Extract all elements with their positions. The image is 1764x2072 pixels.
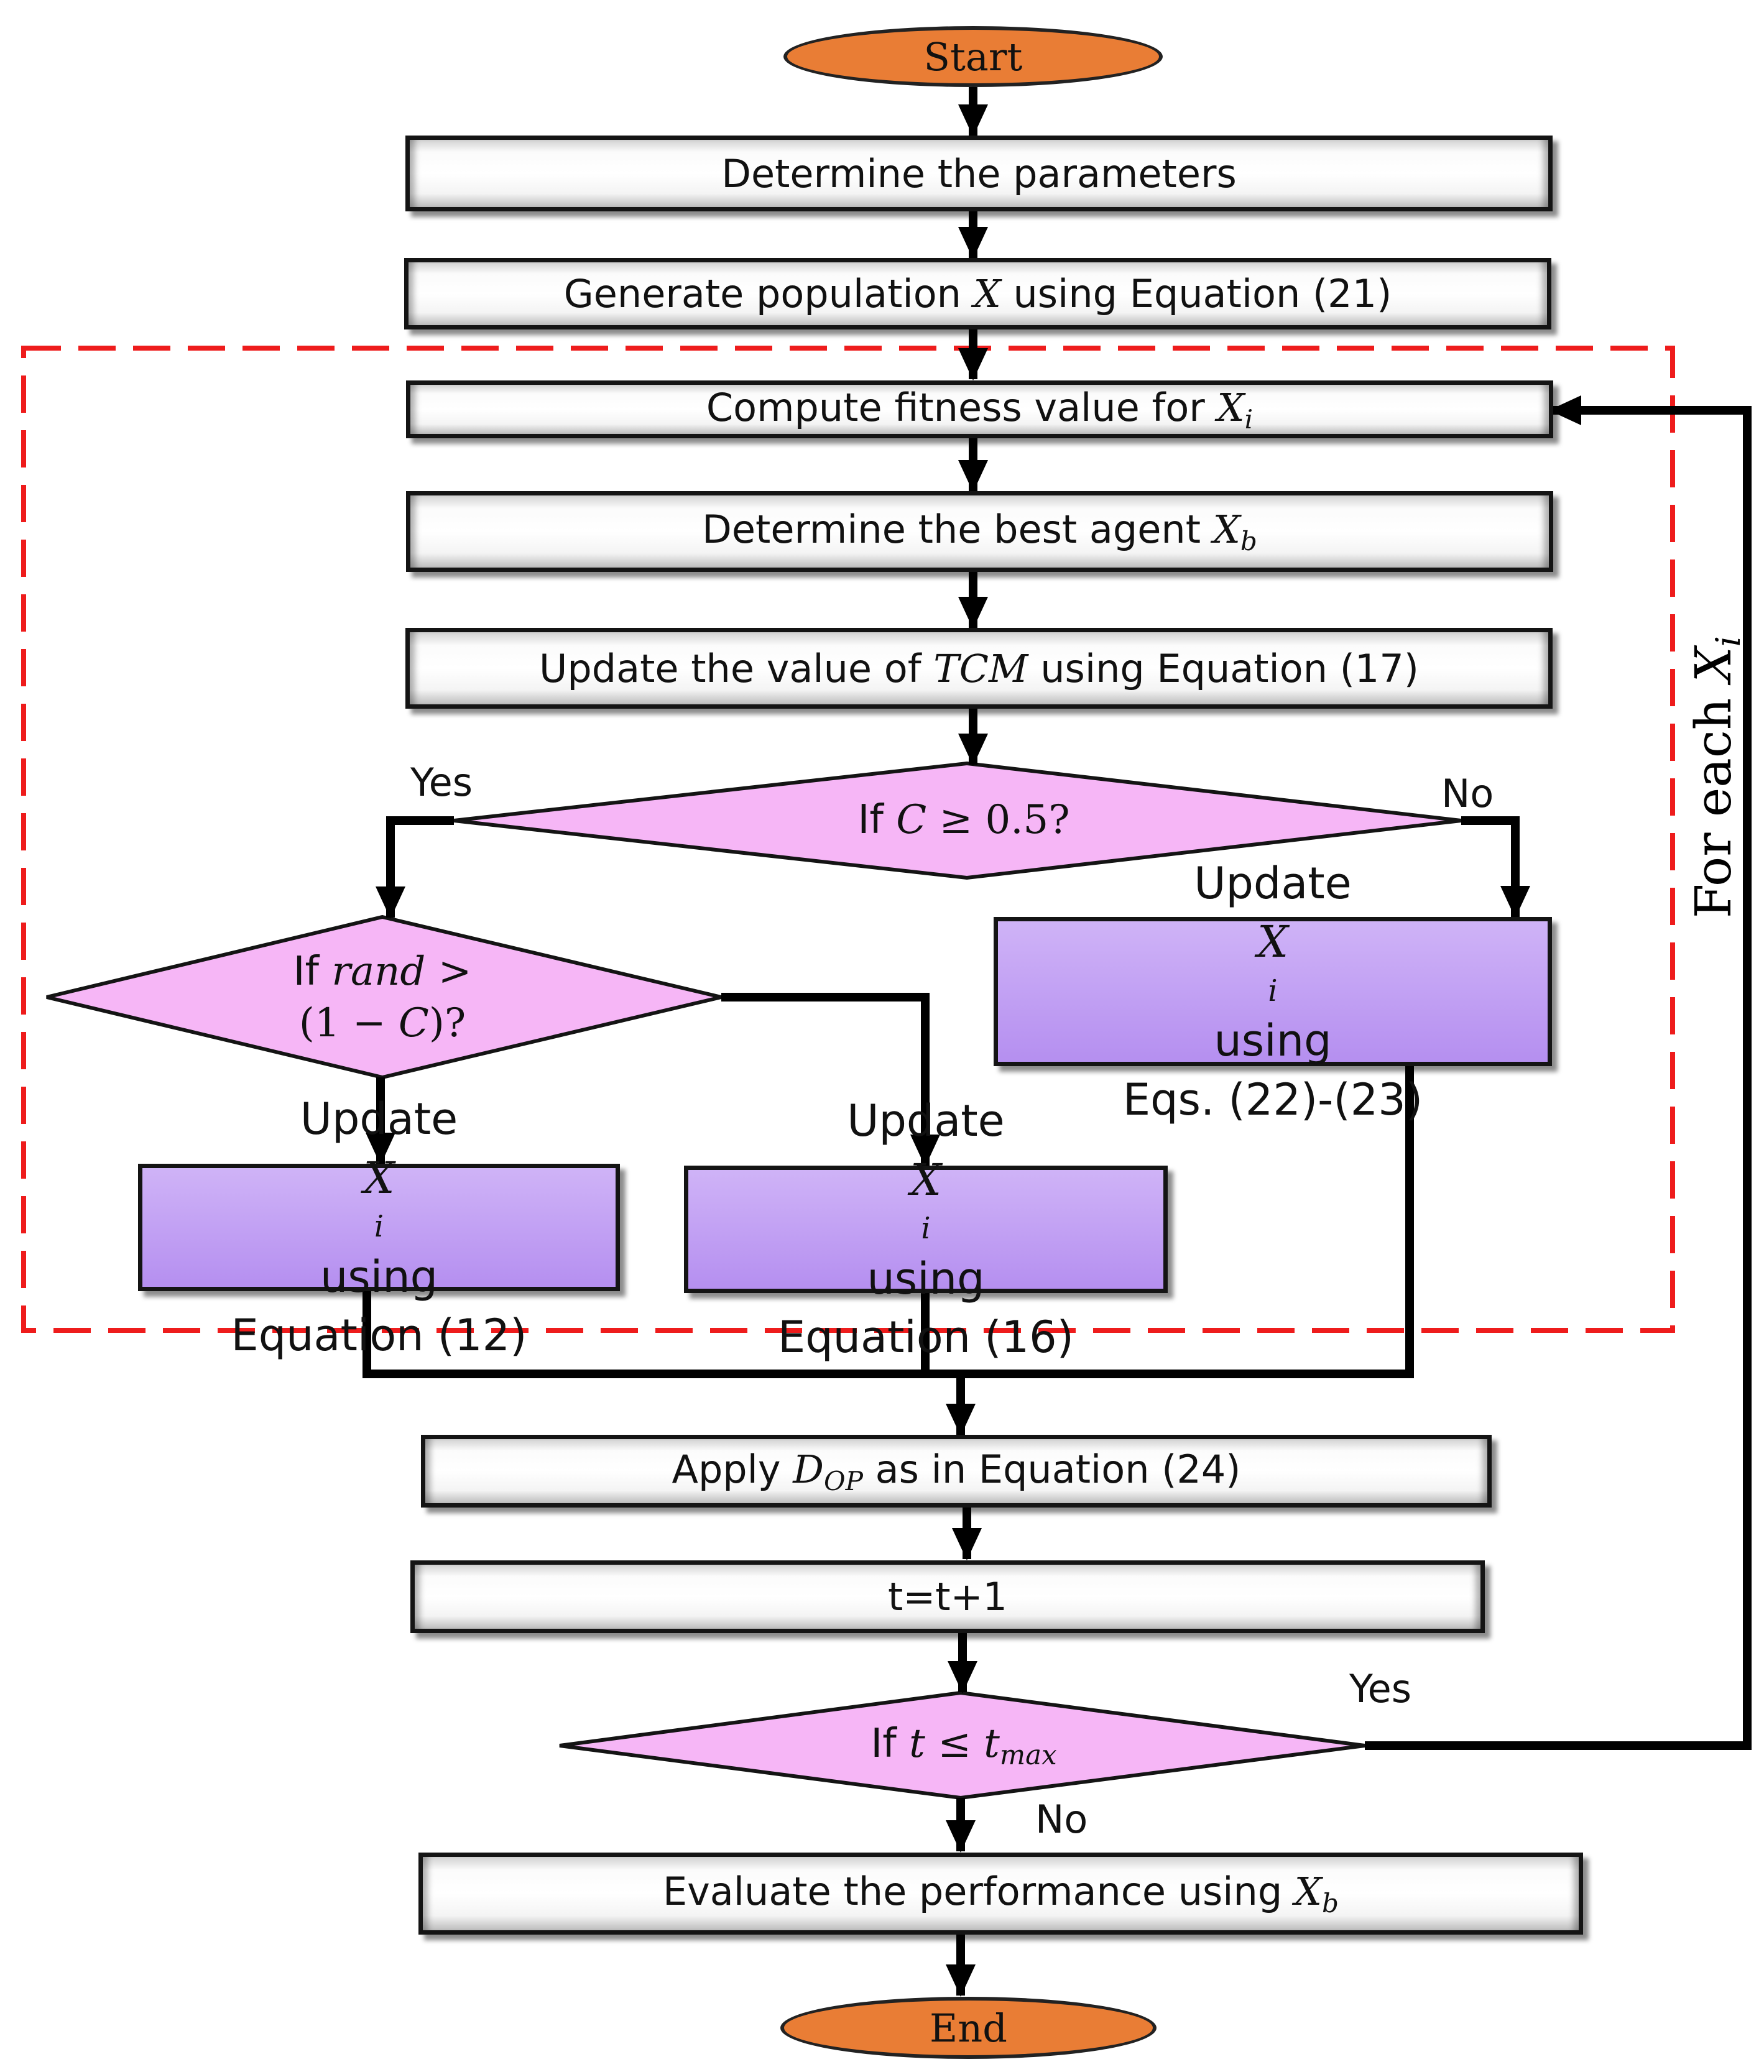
- start-label: Start: [923, 34, 1023, 80]
- decision-c-label: If C ≥ 0.5?: [857, 797, 1070, 844]
- determine-best-agent-box: Determine the best agent Xb: [406, 491, 1553, 572]
- end-terminal: End: [780, 1997, 1157, 2059]
- determine-best-agent-label: Determine the best agent Xb: [702, 507, 1257, 556]
- apply-dop-label: Apply DOP as in Equation (24): [672, 1446, 1241, 1496]
- loop-region: [21, 346, 1675, 1333]
- evaluate-label: Evaluate the performance using Xb: [662, 1869, 1339, 1918]
- update-tcm-box: Update the value of TCM using Equation (…: [405, 628, 1553, 709]
- update-eq12-line2: Equation (12): [231, 1310, 527, 1361]
- arrow-yes-rand: [376, 816, 454, 919]
- decision-c-shape: [453, 761, 1462, 880]
- start-terminal: Start: [783, 26, 1163, 87]
- decision-rand-line1: If rand >: [293, 948, 472, 995]
- loop-back-arrow: [1365, 395, 1752, 1750]
- decision-t-label: If t ≤ tmax: [870, 1720, 1057, 1771]
- apply-dop-box: Apply DOP as in Equation (24): [421, 1435, 1492, 1508]
- decision-rand-line2: (1 − C)?: [298, 1000, 466, 1046]
- compute-fitness-label: Compute fitness value for Xi: [706, 384, 1254, 435]
- merge-line: [362, 1066, 1414, 1378]
- arrow-rand-eq16: [721, 993, 940, 1167]
- no-label-t: No: [1035, 1797, 1088, 1842]
- determine-parameters-box: Determine the parameters: [405, 136, 1553, 211]
- evaluate-box: Evaluate the performance using Xb: [418, 1853, 1583, 1935]
- end-label: End: [930, 2005, 1007, 2051]
- no-label-c: No: [1441, 771, 1494, 816]
- increment-label: t=t+1: [888, 1574, 1007, 1619]
- increment-box: t=t+1: [410, 1560, 1485, 1633]
- generate-population-box: Generate population X using Equation (21…: [404, 258, 1551, 329]
- loop-label: For each Xi: [1684, 635, 1748, 919]
- update-eq16-line2: Equation (16): [778, 1312, 1074, 1363]
- update-tcm-label: Update the value of TCM using Equation (…: [539, 645, 1419, 691]
- determine-parameters-label: Determine the parameters: [721, 150, 1237, 196]
- yes-label-t: Yes: [1349, 1666, 1412, 1711]
- decision-t-text: If t ≤ tmax: [777, 1715, 1150, 1777]
- decision-c-text: If C ≥ 0.5?: [746, 790, 1181, 852]
- compute-fitness-box: Compute fitness value for Xi: [406, 380, 1553, 438]
- yes-label-c: Yes: [410, 760, 473, 805]
- generate-population-label: Generate population X using Equation (21…: [563, 271, 1392, 316]
- update-eq22-line2: Eqs. (22)-(23): [1122, 1074, 1423, 1125]
- decision-rand-text: If rand > (1 − C)?: [187, 939, 578, 1057]
- arrow-no-eq22: [1461, 816, 1530, 918]
